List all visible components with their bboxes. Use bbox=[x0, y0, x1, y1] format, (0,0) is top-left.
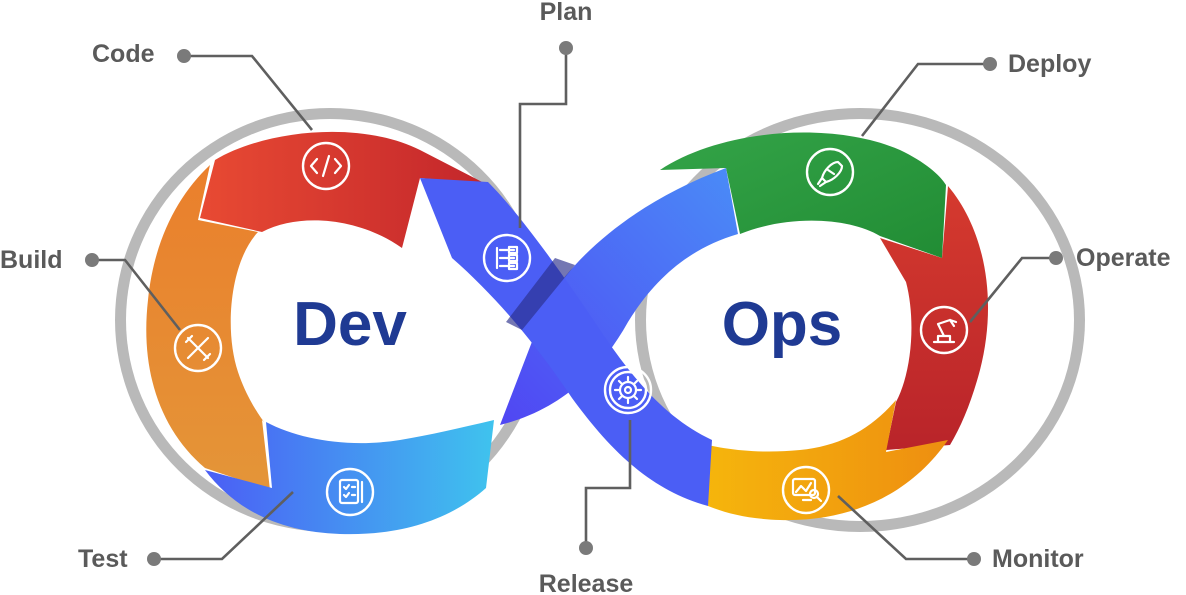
right-loop bbox=[660, 132, 989, 521]
stage-label-release: Release bbox=[539, 570, 634, 595]
rocket-icon bbox=[805, 147, 855, 197]
stage-label-test: Test bbox=[78, 545, 128, 573]
operate-segment bbox=[880, 186, 989, 450]
stage-label-deploy: Deploy bbox=[1008, 50, 1091, 78]
dev-label: Dev bbox=[293, 290, 407, 359]
stage-label-build: Build bbox=[0, 246, 63, 274]
stage-label-monitor: Monitor bbox=[992, 545, 1084, 573]
monitor-segment bbox=[690, 400, 948, 521]
robot-arm-icon bbox=[919, 305, 969, 355]
ops-label: Ops bbox=[722, 290, 843, 359]
stage-label-plan: Plan bbox=[540, 0, 593, 26]
gear-icon bbox=[603, 365, 653, 415]
code-segment bbox=[200, 131, 486, 248]
center-cross bbox=[420, 168, 738, 506]
wrench-screwdriver-icon bbox=[173, 323, 223, 373]
plan-band bbox=[420, 178, 712, 506]
clipboard-check-icon bbox=[325, 467, 375, 517]
deploy-segment bbox=[660, 132, 946, 258]
leader-lines bbox=[85, 41, 1063, 566]
stage-label-operate: Operate bbox=[1076, 244, 1171, 272]
checklist-flow-icon bbox=[482, 233, 532, 283]
code-brackets-icon bbox=[301, 141, 351, 191]
monitor-chart-icon bbox=[781, 465, 831, 515]
stage-label-code: Code bbox=[92, 40, 155, 68]
